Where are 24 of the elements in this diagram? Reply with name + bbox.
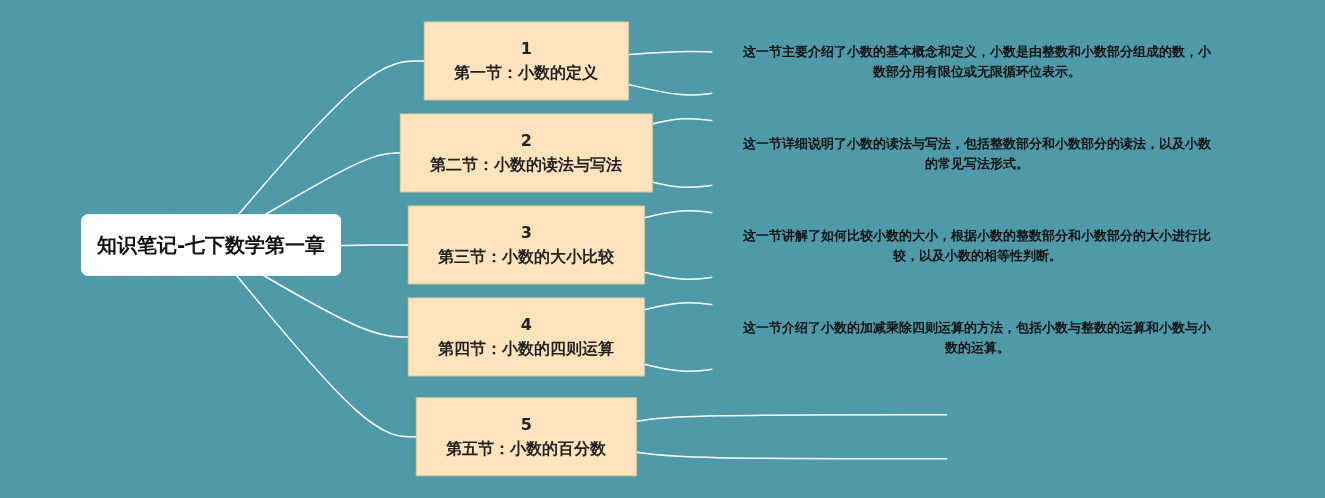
node-text: 这一节详细说明了小数的读法与写法，包括整数部分和小数部分的读法，以及小数的常见写法形式。	[743, 135, 1212, 171]
connector	[236, 274, 418, 438]
node-box: 3 第三节：小数的大小比较	[408, 205, 646, 285]
node-text: 这一节介绍了小数的加减乘除四则运算的方法，包括小数与整数的运算和小数与小数的运算。	[743, 319, 1212, 355]
node-box: 2 第二节：小数的读法与写法	[400, 113, 654, 193]
node-box: 5 第五节：小数的百分数	[416, 397, 638, 477]
connector	[651, 181, 714, 189]
connector	[627, 50, 714, 56]
connector	[340, 244, 410, 247]
node-text: 这一节主要介绍了小数的基本概念和定义，小数是由整数和小数部分组成的数，小数部分用有限位或无限循环位表示。	[743, 43, 1212, 79]
connector	[627, 83, 714, 96]
connector	[263, 152, 402, 217]
node-box: 4 第四节：小数的四则运算	[408, 297, 646, 377]
node-text: 这一节讲解了如何比较小数的大小，根据小数的整数部分和小数部分的大小进行比较，以及小数的相等性判断。	[743, 227, 1212, 263]
node-box: 1 第一节：小数的定义	[424, 21, 630, 101]
connector	[651, 118, 714, 125]
connector	[643, 210, 714, 219]
connector	[635, 414, 949, 423]
connector	[263, 274, 410, 338]
connector	[643, 363, 714, 373]
connector	[643, 302, 714, 311]
connector	[643, 271, 714, 281]
connector	[635, 451, 949, 460]
connector	[237, 60, 426, 217]
